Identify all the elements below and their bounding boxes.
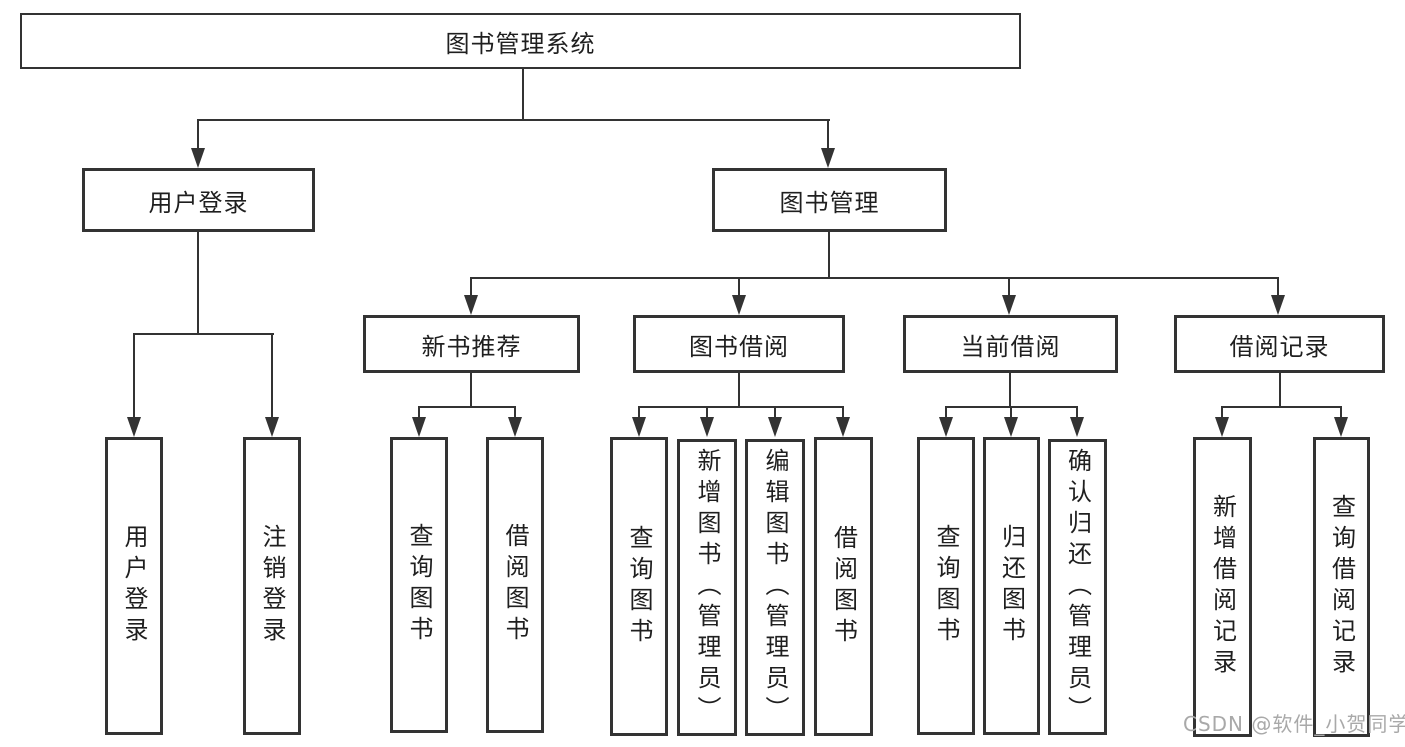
node-new-book-recommend: 新书推荐	[363, 315, 580, 373]
arrow-down-icon	[412, 417, 426, 437]
arrow-down-icon	[700, 417, 714, 437]
connector-line	[418, 406, 420, 419]
node-label: 查询图书	[625, 524, 653, 649]
connector-line	[514, 406, 516, 419]
node-return-books: 归还图书	[983, 437, 1040, 735]
node-label: 查询图书	[932, 524, 960, 648]
node-label: 查询图书	[405, 523, 433, 647]
node-borrow-books: 借阅图书	[814, 437, 873, 736]
connector-line	[1279, 373, 1281, 408]
connector-line	[197, 119, 199, 151]
arrow-down-icon	[768, 417, 782, 437]
arrow-down-icon	[836, 417, 850, 437]
connector-line	[1221, 406, 1223, 419]
arrow-down-icon	[1070, 417, 1084, 437]
node-query-borrow-record: 查询借阅记录	[1313, 437, 1370, 737]
connector-line	[522, 69, 524, 121]
node-label: 新增借阅记录	[1208, 494, 1237, 680]
node-label: 注销登录	[258, 524, 286, 648]
arrow-down-icon	[1004, 417, 1018, 437]
node-current-borrow: 当前借阅	[903, 315, 1118, 373]
node-label: 新书推荐	[421, 332, 522, 361]
node-label: 图书借阅	[689, 332, 789, 361]
node-add-books-admin: 新增图书（管理员）	[677, 439, 737, 736]
connector-line	[470, 373, 472, 408]
node-label: 借阅图书	[501, 523, 529, 647]
connector-line	[738, 373, 740, 408]
connector-line	[418, 406, 516, 408]
node-label: 图书管理	[779, 188, 880, 217]
node-edit-books-admin: 编辑图书（管理员）	[745, 439, 805, 736]
node-label: 图书管理系统	[445, 29, 596, 58]
node-user-login-group: 用户登录	[82, 168, 315, 232]
arrow-down-icon	[464, 295, 478, 315]
node-query-books-recommend: 查询图书	[390, 437, 448, 733]
arrow-down-icon	[939, 417, 953, 437]
node-label: 用户登录	[148, 188, 249, 217]
node-label: 确认归还（管理员）	[1063, 447, 1092, 727]
node-query-books-borrow: 查询图书	[610, 437, 668, 736]
connector-line	[945, 406, 947, 419]
connector-line	[638, 406, 640, 419]
node-borrow-records: 借阅记录	[1174, 315, 1385, 373]
arrow-down-icon	[1215, 417, 1229, 437]
connector-line	[1340, 406, 1342, 419]
connector-line	[827, 119, 829, 151]
node-library-system: 图书管理系统	[20, 13, 1021, 69]
node-query-books-current: 查询图书	[917, 437, 975, 735]
node-user-login: 用户登录	[105, 437, 163, 735]
node-add-borrow-record: 新增借阅记录	[1193, 437, 1252, 737]
node-book-management: 图书管理	[712, 168, 947, 232]
node-label: 借阅记录	[1229, 332, 1330, 361]
arrow-down-icon	[821, 148, 835, 168]
arrow-down-icon	[1271, 295, 1285, 315]
connector-line	[1008, 277, 1010, 298]
connector-line	[774, 406, 776, 419]
arrow-down-icon	[1002, 295, 1016, 315]
connector-line	[133, 333, 274, 335]
connector-line	[738, 277, 740, 298]
connector-line	[470, 277, 472, 298]
arrow-down-icon	[1334, 417, 1348, 437]
connector-line	[271, 333, 273, 419]
connector-line	[197, 119, 830, 121]
arrow-down-icon	[508, 417, 522, 437]
arrow-down-icon	[632, 417, 646, 437]
node-book-borrow: 图书借阅	[633, 315, 845, 373]
connector-line	[133, 333, 135, 419]
connector-line	[638, 406, 844, 408]
connector-line	[828, 232, 830, 279]
node-label: 借阅图书	[829, 524, 858, 649]
node-label: 归还图书	[997, 524, 1026, 648]
connector-line	[706, 406, 708, 419]
node-borrow-books-recommend: 借阅图书	[486, 437, 544, 733]
connector-line	[470, 277, 1279, 279]
arrow-down-icon	[732, 295, 746, 315]
arrow-down-icon	[127, 417, 141, 437]
node-label: 编辑图书（管理员）	[761, 448, 789, 727]
connector-line	[1009, 373, 1011, 408]
arrow-down-icon	[191, 148, 205, 168]
csdn-watermark: CSDN @软件_小贺同学	[1183, 712, 1405, 736]
connector-line	[1221, 406, 1342, 408]
node-confirm-return-admin: 确认归还（管理员）	[1048, 439, 1107, 735]
connector-line	[1277, 277, 1279, 298]
connector-line	[197, 232, 199, 335]
node-label: 用户登录	[120, 524, 148, 648]
arrow-down-icon	[265, 417, 279, 437]
node-label: 新增图书（管理员）	[693, 448, 721, 727]
connector-line	[842, 406, 844, 419]
connector-line	[1076, 406, 1078, 419]
connector-line	[1010, 406, 1012, 419]
node-label: 当前借阅	[960, 332, 1061, 361]
node-logout: 注销登录	[243, 437, 301, 735]
node-label: 查询借阅记录	[1327, 494, 1356, 680]
